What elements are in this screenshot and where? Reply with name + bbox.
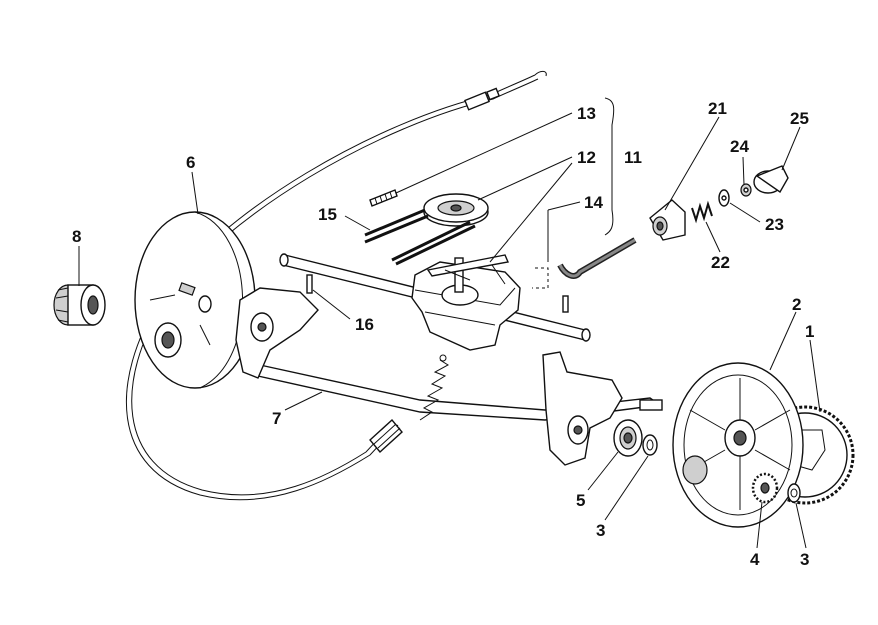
label-11: 11	[624, 148, 642, 167]
label-21: 21	[708, 99, 727, 118]
part-6-hubcap	[134, 211, 256, 389]
label-15: 15	[318, 205, 337, 224]
label-3a: 3	[596, 521, 605, 540]
label-12: 12	[577, 148, 596, 167]
part-2-wheel-hub	[672, 362, 804, 528]
assembly-bracket-11	[532, 97, 615, 289]
part-7-axle-bracket	[235, 287, 663, 466]
callout-labels: 13 12 11 14 6 15 8 16 21 24 25 23 22 2 1…	[72, 99, 814, 569]
label-7: 7	[272, 409, 281, 428]
part-22-spring	[691, 200, 713, 224]
part-3-clip-b	[787, 483, 801, 503]
part-8-bushing	[53, 284, 106, 326]
part-25-knob	[753, 165, 789, 194]
label-25: 25	[790, 109, 809, 128]
label-2: 2	[792, 295, 801, 314]
part-21-cap	[649, 199, 686, 241]
label-1: 1	[805, 322, 814, 341]
part-13-key	[369, 189, 398, 207]
leader-lines	[78, 112, 821, 549]
part-11-gearbox	[411, 254, 521, 351]
label-8: 8	[72, 227, 81, 246]
label-24: 24	[730, 137, 749, 156]
part-24-nut	[740, 183, 752, 197]
label-23: 23	[765, 215, 784, 234]
part-14-rod	[557, 237, 637, 279]
label-13: 13	[577, 104, 596, 123]
part-12-pulley	[423, 193, 489, 227]
label-16: 16	[355, 315, 374, 334]
part-5-bearing	[613, 419, 643, 457]
label-3b: 3	[800, 550, 809, 569]
label-4: 4	[750, 550, 760, 569]
tension-spring	[419, 354, 449, 421]
part-3-clip-a	[642, 434, 658, 456]
label-6: 6	[186, 153, 195, 172]
cable-adjuster	[369, 418, 403, 454]
part-4-pinion	[751, 472, 779, 504]
part-16-pin	[306, 274, 569, 313]
label-22: 22	[711, 253, 730, 272]
part-15-belt	[364, 208, 476, 266]
part-23-washer	[718, 189, 730, 207]
label-14: 14	[584, 193, 603, 212]
label-5: 5	[576, 491, 585, 510]
